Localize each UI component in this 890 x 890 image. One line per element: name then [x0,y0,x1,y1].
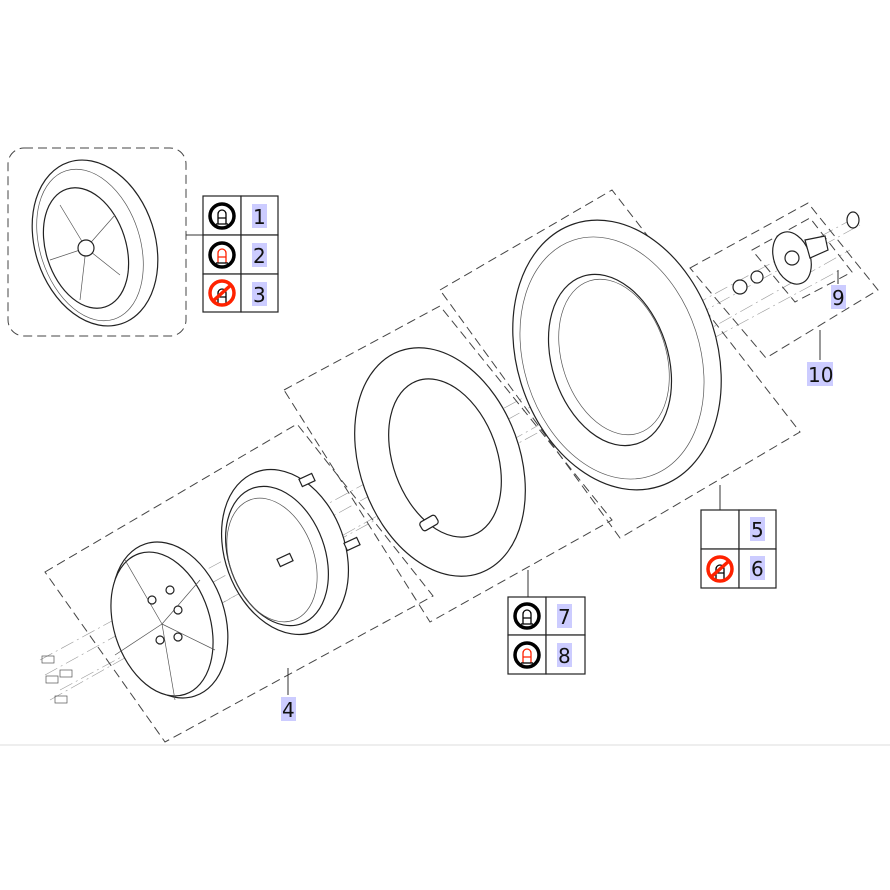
callout-4: 4 [282,698,295,722]
valve-circle-icon [208,202,236,230]
legend-number-8: 8 [558,644,571,668]
rim-hubcap-group: 4 [41,423,434,743]
inset-wheel-overview [7,147,203,337]
valve-red-circle-icon [208,241,236,269]
legend-number-3: 3 [253,283,266,307]
legend-number-1: 1 [253,205,266,229]
legend-number-7: 7 [558,605,571,629]
tire-group: 5 6 [439,189,801,589]
legend-number-2: 2 [253,244,266,268]
callout-9: 9 [832,286,845,310]
inner-tube-group: 7 8 [283,305,613,675]
valve-circle-icon [513,602,541,630]
valve-red-circle-icon [513,641,541,669]
legend-number-6: 6 [751,557,764,581]
legend-number-5: 5 [751,518,764,542]
legend-table-1-3: 1 2 3 [202,195,279,313]
hub-group: 9 10 [689,202,879,387]
callout-10: 10 [808,363,833,387]
